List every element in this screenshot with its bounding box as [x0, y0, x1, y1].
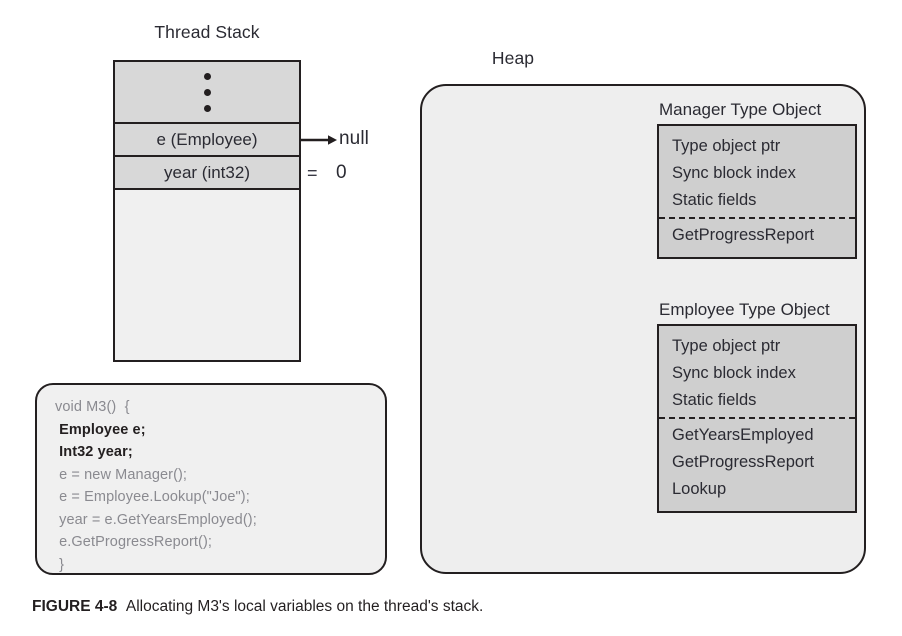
type-row: Type object ptr [672, 337, 781, 355]
dot-1 [203, 72, 211, 80]
type-method-row: GetYearsEmployed [672, 426, 814, 444]
dot-2 [203, 88, 211, 96]
year-value: 0 [336, 162, 347, 183]
type-row: Type object ptr [672, 137, 781, 155]
thread-stack-title: Thread Stack [154, 22, 260, 42]
manager-type-object-box: Type object ptr Sync block index Static … [657, 124, 857, 259]
type-row: Sync block index [672, 164, 796, 182]
code-line: } [55, 556, 65, 573]
stack-frame-e: e (Employee) [115, 124, 299, 157]
code-line: Int32 year; [55, 444, 133, 460]
manager-type-object-title: Manager Type Object [659, 100, 822, 119]
thread-stack-box: e (Employee) year (int32) [113, 60, 301, 362]
stack-frame-year: year (int32) [115, 157, 299, 190]
employee-type-object-group: Employee Type Object Type object ptr Syn… [657, 300, 857, 513]
code-line: year = e.GetYearsEmployed(); [55, 511, 257, 528]
vertical-ellipsis-icon [115, 62, 299, 124]
code-line: void M3() { [55, 399, 130, 415]
employee-type-object-title: Employee Type Object [659, 300, 830, 319]
figure-caption-label: FIGURE 4-8 [32, 598, 118, 615]
e-value-null: null [339, 128, 369, 149]
type-method-row: GetProgressReport [672, 226, 815, 244]
manager-type-object-group: Manager Type Object Type object ptr Sync… [657, 100, 857, 259]
type-row: Static fields [672, 191, 757, 209]
type-row: Static fields [672, 391, 757, 409]
code-line: e = new Manager(); [55, 466, 188, 483]
method-table-divider [659, 217, 855, 219]
year-equals-sign: = [307, 163, 318, 183]
employee-type-object-box: Type object ptr Sync block index Static … [657, 324, 857, 513]
type-method-row: GetProgressReport [672, 453, 815, 471]
dot-3 [203, 104, 211, 112]
code-line: e = Employee.Lookup("Joe"); [55, 489, 250, 505]
type-row: Sync block index [672, 364, 796, 382]
code-line: Employee e; [55, 421, 146, 438]
stack-free-space [115, 190, 299, 359]
method-table-divider [659, 417, 855, 419]
figure-caption-text: Allocating M3's local variables on the t… [125, 598, 484, 615]
type-method-row: Lookup [672, 480, 727, 498]
source-code-box: void M3() { Employee e; Int32 year; e = … [35, 383, 387, 575]
heap-title: Heap [491, 48, 535, 68]
code-line: e.GetProgressReport(); [55, 534, 213, 550]
pointer-arrow-icon [301, 135, 337, 145]
figure-caption: FIGURE 4-8 Allocating M3's local variabl… [32, 598, 483, 616]
